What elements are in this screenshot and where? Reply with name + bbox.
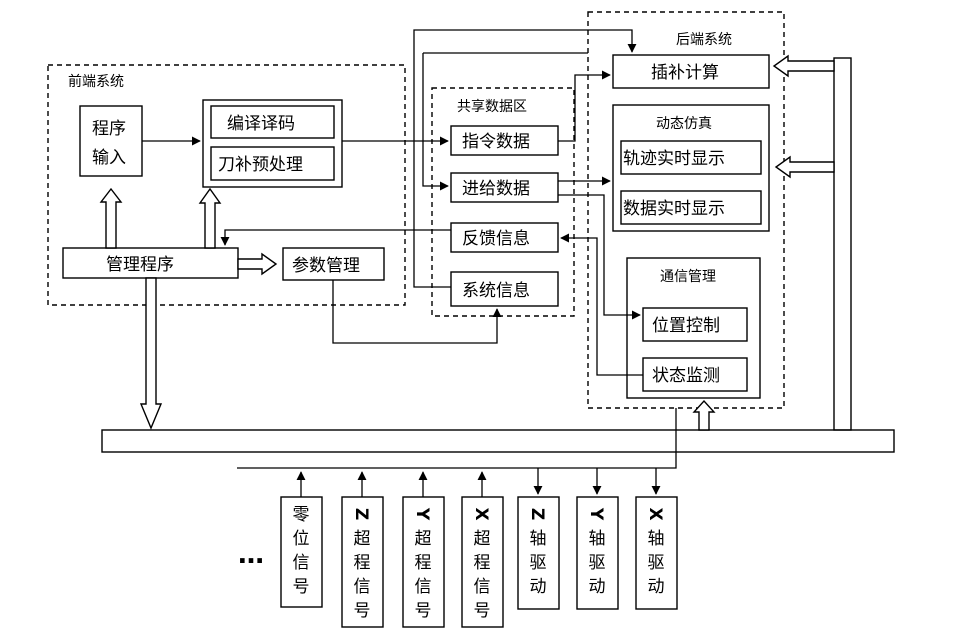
signal-char: 号: [415, 601, 432, 621]
ellipsis: …: [238, 540, 264, 570]
signal-char: 驱: [648, 553, 665, 573]
signal-char: 程: [415, 553, 432, 573]
interp-label: 插补计算: [651, 63, 719, 83]
compile-box: [210, 105, 335, 139]
sys-info-label: 系统信息: [462, 281, 530, 301]
signal-char: Z: [351, 508, 371, 520]
manager-label: 管理程序: [106, 255, 174, 275]
signal-char: 轴: [589, 529, 606, 549]
feed-data-label: 进给数据: [462, 179, 530, 199]
signal-char: X: [645, 507, 665, 520]
hollow-arrow-left: [774, 155, 835, 179]
feedback-label: 反馈信息: [462, 229, 530, 249]
system-bus: [101, 429, 895, 453]
connector: [422, 53, 449, 191]
connector: [558, 194, 641, 320]
right-pipe: [833, 57, 852, 431]
compile-group-box: [202, 99, 343, 188]
front-system-frame: [47, 64, 406, 306]
program-input-line1: 程序: [92, 119, 126, 139]
sys-info-box: [450, 271, 559, 307]
group-label-front: 前端系统: [68, 73, 124, 90]
data-display-label: 数据实时显示: [623, 199, 725, 219]
signal-char: 零: [293, 505, 310, 525]
signal-box: [576, 496, 619, 610]
shared-data-frame: [431, 87, 575, 317]
hollow-arrow-up: [99, 187, 123, 249]
hollow-arrow-up: [692, 399, 716, 431]
group-label-comm: 通信管理: [660, 269, 716, 285]
comm-group-box: [626, 257, 761, 399]
feedback-box: [450, 222, 559, 253]
sim-group-box: [612, 104, 770, 232]
tool-comp-label: 刀补预处理: [218, 155, 303, 175]
group-label-sim: 动态仿真: [656, 116, 712, 132]
hollow-arrow-up: [198, 187, 222, 249]
signal-box: [517, 496, 560, 610]
connector: [413, 29, 637, 288]
signal-char: 号: [354, 601, 371, 621]
feed-data-box: [450, 172, 559, 203]
signal-char: X: [471, 507, 491, 520]
signal-char: 程: [354, 553, 371, 573]
program-input-line2: 输入: [92, 148, 126, 168]
group-label-back: 后端系统: [676, 32, 732, 48]
signal-char: 动: [648, 577, 665, 597]
signal-char: 信: [293, 553, 310, 573]
signal-char: 号: [474, 601, 491, 621]
track-display-label: 轨迹实时显示: [623, 149, 725, 169]
group-label-shared: 共享数据区: [457, 98, 527, 115]
connector: [220, 229, 451, 246]
pos-ctrl-label: 位置控制: [652, 316, 720, 336]
back-system-frame: [587, 11, 785, 409]
signal-char: 驱: [589, 553, 606, 573]
signal-char: 轴: [530, 529, 547, 549]
state-mon-label: 状态监测: [652, 366, 720, 386]
signal-char: 信: [474, 577, 491, 597]
hollow-arrow-left: [772, 54, 835, 78]
signal-char: 超: [354, 529, 371, 549]
signal-box: [635, 496, 678, 610]
signal-char: 动: [589, 577, 606, 597]
param-label: 参数管理: [292, 256, 360, 276]
signal-char: 程: [474, 553, 491, 573]
connector: [332, 280, 502, 344]
interp-box: [612, 54, 770, 89]
cmd-data-label: 指令数据: [462, 132, 530, 152]
connector: [237, 408, 677, 469]
signal-char: 位: [293, 529, 310, 549]
connector: [560, 233, 643, 376]
signal-char: 信: [415, 577, 432, 597]
connector: [558, 70, 611, 142]
signal-char: 信: [354, 577, 371, 597]
signal-char: 号: [293, 577, 310, 597]
hollow-arrow-right: [237, 252, 278, 276]
signal-char: Y: [586, 507, 606, 521]
pos-ctrl-box: [642, 307, 748, 342]
signal-char: 轴: [648, 529, 665, 549]
signal-char: 超: [415, 529, 432, 549]
signal-char: 超: [474, 529, 491, 549]
signal-char: 驱: [530, 553, 547, 573]
hollow-arrows: [99, 54, 835, 431]
data-display-box: [620, 190, 762, 225]
signal-char: 动: [530, 577, 547, 597]
tool-comp-box: [210, 146, 335, 181]
hollow-arrow-down: [139, 277, 163, 430]
compile-label: 编译译码: [227, 114, 295, 134]
signal-char: Z: [527, 508, 547, 520]
signal-char: Y: [412, 507, 432, 521]
track-display-box: [620, 140, 762, 175]
